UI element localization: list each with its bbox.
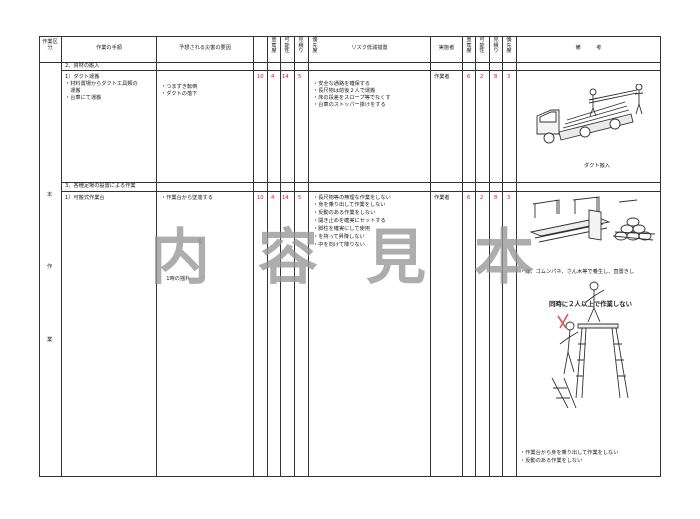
header-remarks: 備 考 bbox=[575, 45, 602, 51]
section1-possibility-after: 2 bbox=[480, 74, 484, 80]
section2-measure: ・身を乗り出して作業をしない bbox=[313, 202, 386, 208]
header-priority-after: 優先度 bbox=[506, 37, 512, 55]
section2-hazard: る bbox=[161, 239, 203, 245]
col-rule bbox=[462, 36, 463, 477]
category-char: 本 bbox=[47, 192, 53, 198]
platform-work-illustration bbox=[551, 281, 629, 408]
section1-hazard: ・ダクトの落下 bbox=[161, 91, 198, 97]
section2-measure: ・開き止めを確実にセットする bbox=[313, 218, 386, 224]
section2-possibility: 4 bbox=[271, 195, 275, 201]
section2-measure: ・脚柱を確実にして使用 bbox=[313, 226, 370, 232]
section1-procedure-line: 運搬 bbox=[65, 88, 81, 94]
section1-procedure-line: ・台車にて運搬 bbox=[65, 95, 102, 101]
section1-rule bbox=[61, 70, 661, 71]
watermark-char: 見 bbox=[366, 223, 426, 293]
section2-procedure-line: 1）可搬式作業台 bbox=[65, 195, 105, 201]
header-category: 作業区分 bbox=[42, 39, 58, 51]
header-bottom-rule bbox=[39, 62, 661, 63]
header-estimate: 見積り bbox=[298, 37, 304, 55]
col-rule bbox=[475, 36, 476, 477]
section2-measure: ・中を向けて降りない bbox=[313, 242, 365, 248]
section2-measure: ・長尺物等の無理な作業をしない bbox=[313, 195, 391, 201]
section2-implementer: 作業者 bbox=[434, 195, 450, 201]
watermark-char: 本 bbox=[474, 223, 534, 293]
section2-estimate: 14 bbox=[282, 195, 289, 201]
section1-title: 2、資材の搬入 bbox=[65, 63, 100, 69]
section2-measure: ・反動のある作業をしない bbox=[313, 210, 376, 216]
warning-heading: 同時に２人以上で作業しない bbox=[549, 300, 633, 308]
section1-hazard: ・つまずき転倒 bbox=[161, 84, 198, 90]
section1-procedure-line: ・材料置場からダクト工具類の bbox=[65, 81, 138, 87]
section1-possibility: 4 bbox=[271, 74, 275, 80]
header-estimate-after: 見積り bbox=[493, 37, 499, 55]
col-rule bbox=[280, 36, 281, 477]
section1-severity-after: 6 bbox=[467, 74, 471, 80]
category-char: 業 bbox=[47, 337, 53, 343]
col-rule bbox=[308, 36, 309, 477]
header-severity-after: 重篤度 bbox=[466, 37, 472, 55]
section1-estimate: 14 bbox=[282, 74, 289, 80]
section1-measure: ・長尺物は前後２人で運搬 bbox=[313, 88, 376, 94]
risk-assessment-sheet: 作業区分 作業の手順 予想される災害の要因 重篤度 可能性 見積り 優先度 リス… bbox=[39, 36, 661, 477]
header-severity: 重篤度 bbox=[271, 37, 277, 55]
section2-top-rule bbox=[61, 182, 661, 183]
material-storage-illustration bbox=[529, 196, 656, 243]
header-possibility: 可能性 bbox=[284, 37, 290, 55]
ladder-note: ・作業台から身を乗り出して作業をしない bbox=[520, 450, 619, 456]
ladder-note: ・反動のある作業をしない bbox=[520, 458, 583, 464]
table-border-top bbox=[39, 36, 661, 37]
col-rule bbox=[253, 36, 254, 477]
section1-priority-after: 3 bbox=[507, 74, 511, 80]
header-priority: 優先度 bbox=[312, 37, 318, 55]
watermark-char: 容 bbox=[258, 223, 318, 293]
section2-estimate-after: 8 bbox=[494, 195, 498, 201]
col-rule bbox=[430, 36, 431, 477]
section1-priority: 5 bbox=[298, 74, 302, 80]
storage-note: ・床、ゴムンパネ、さん木等で養生し、直置きし bbox=[520, 269, 635, 275]
col-rule bbox=[156, 36, 157, 477]
table-border-left bbox=[39, 36, 40, 477]
section2-hazard: 1時の揺れ bbox=[161, 276, 191, 282]
section1-measure: ・床の段差をスロープ等でなくす bbox=[313, 95, 391, 101]
section1-severity: 10 bbox=[257, 74, 264, 80]
table-border-bottom bbox=[39, 476, 661, 477]
section1-estimate-after: 8 bbox=[494, 74, 498, 80]
section2-measure: ・を持って昇降しない bbox=[313, 234, 365, 240]
section1-measure: ・台車のストッパー掛けをする bbox=[313, 102, 386, 108]
duct-caption: ダクト搬入 bbox=[584, 163, 610, 169]
header-possibility-after: 可能性 bbox=[479, 37, 485, 55]
col-rule bbox=[502, 36, 503, 477]
category-char: 作 bbox=[47, 264, 53, 270]
table-border-right bbox=[660, 36, 661, 477]
col-rule bbox=[267, 36, 268, 477]
section1-measure: ・安全な通路を確保する bbox=[313, 81, 371, 87]
section2-severity: 10 bbox=[257, 195, 264, 201]
header-procedure: 作業の手順 bbox=[96, 45, 122, 51]
section2-title: 3、各種足場の設置による作業 bbox=[65, 183, 136, 189]
col-rule bbox=[489, 36, 490, 477]
truck-unloading-illustration bbox=[536, 84, 644, 144]
section1-implementer: 作業者 bbox=[434, 74, 450, 80]
section2-severity-after: 6 bbox=[467, 195, 471, 201]
section2-priority: 5 bbox=[298, 195, 302, 201]
section2-priority-after: 3 bbox=[507, 195, 511, 201]
header-implementer: 実施者 bbox=[438, 45, 455, 51]
section2-possibility-after: 2 bbox=[480, 195, 484, 201]
header-hazard: 予想される災害の要因 bbox=[179, 45, 231, 51]
col-rule bbox=[516, 36, 517, 477]
col-rule bbox=[294, 36, 295, 477]
section2-rule bbox=[61, 191, 661, 192]
header-measures: リスク低減措置 bbox=[351, 45, 388, 51]
watermark-char: 内 bbox=[150, 223, 210, 293]
section2-hazard: ・作業台から墜落する bbox=[161, 195, 213, 201]
col-rule bbox=[61, 36, 62, 477]
section1-procedure-line: 1）ダクト運搬 bbox=[65, 74, 100, 80]
